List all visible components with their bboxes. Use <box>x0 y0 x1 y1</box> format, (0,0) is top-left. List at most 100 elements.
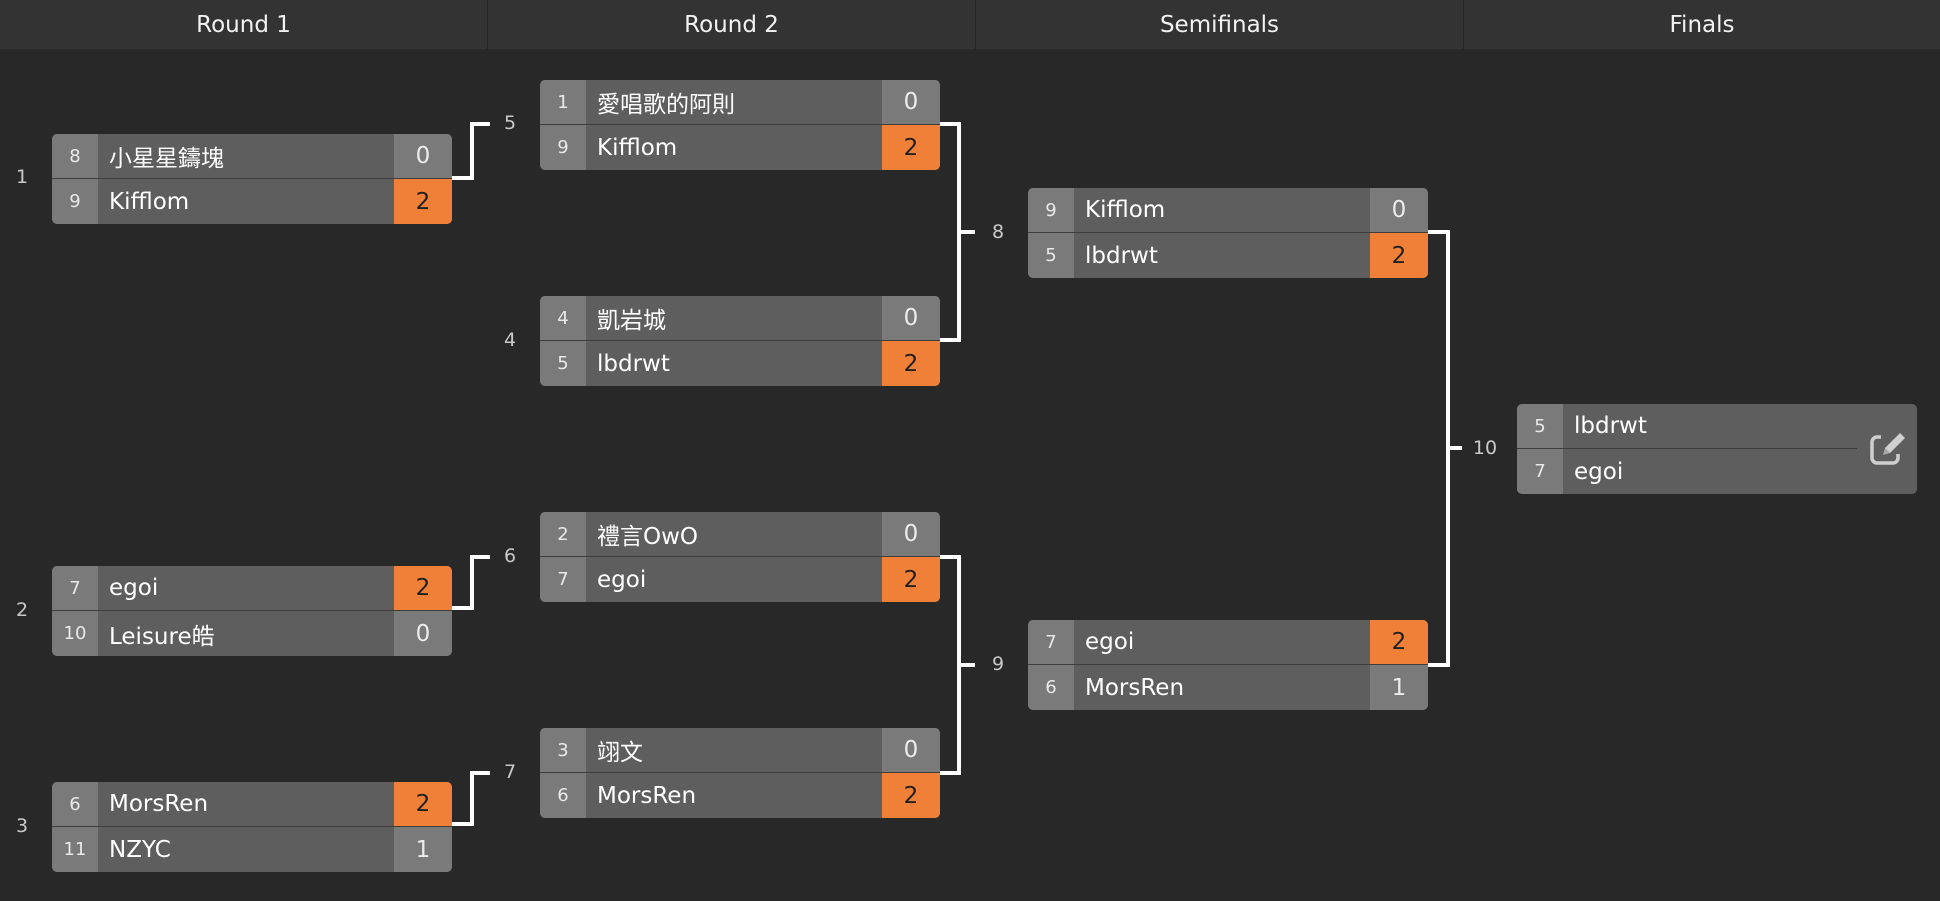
seed: 8 <box>52 134 98 178</box>
team-name: egoi <box>98 566 394 610</box>
team-name: egoi <box>1074 620 1370 664</box>
score-winner: 2 <box>394 566 452 610</box>
team-name: Kifflom <box>98 179 394 224</box>
seed: 7 <box>52 566 98 610</box>
match-7[interactable]: 3 翊文 0 6 MorsRen 2 <box>540 728 940 818</box>
match-number-4: 4 <box>503 329 517 351</box>
seed: 9 <box>1028 188 1074 232</box>
team-name: egoi <box>586 557 882 602</box>
seed: 9 <box>540 125 586 170</box>
seed: 5 <box>1028 233 1074 278</box>
match-number-3: 3 <box>15 815 29 837</box>
match-7-team-top[interactable]: 3 翊文 0 <box>540 728 940 773</box>
team-name: 小星星鑄塊 <box>98 134 394 178</box>
match-8-team-top[interactable]: 9 Kifflom 0 <box>1028 188 1428 233</box>
score-winner: 2 <box>882 125 940 170</box>
match-6-team-top[interactable]: 2 禮言OwO 0 <box>540 512 940 557</box>
score-winner: 2 <box>882 773 940 818</box>
team-name: Kifflom <box>586 125 882 170</box>
match-number-10: 10 <box>1472 437 1498 459</box>
team-name: MorsRen <box>98 782 394 826</box>
match-3-team-bottom[interactable]: 11 NZYC 1 <box>52 827 452 872</box>
match-number-7: 7 <box>503 761 517 783</box>
match-2[interactable]: 7 egoi 2 10 Leisure皓 0 <box>52 566 452 656</box>
team-name: lbdrwt <box>1563 404 1857 448</box>
match-number-5: 5 <box>503 112 517 134</box>
connector-m5-m4-m8 <box>940 122 961 342</box>
match-3[interactable]: 6 MorsRen 2 11 NZYC 1 <box>52 782 452 872</box>
finals-header: Finals <box>1464 0 1940 50</box>
match-9-team-bottom[interactable]: 6 MorsRen 1 <box>1028 665 1428 710</box>
seed: 6 <box>1028 665 1074 710</box>
seed: 11 <box>52 827 98 872</box>
seed: 1 <box>540 80 586 124</box>
seed: 5 <box>1517 404 1563 448</box>
match-7-team-bottom[interactable]: 6 MorsRen 2 <box>540 773 940 818</box>
edit-match-button[interactable] <box>1867 428 1909 470</box>
score-winner: 2 <box>1370 233 1428 278</box>
team-name: 禮言OwO <box>586 512 882 556</box>
match-4-team-top[interactable]: 4 凱岩城 0 <box>540 296 940 341</box>
seed: 2 <box>540 512 586 556</box>
match-10[interactable]: 5 lbdrwt 7 egoi <box>1517 404 1917 494</box>
team-name: NZYC <box>98 827 394 872</box>
round-1-header: Round 1 <box>0 0 488 50</box>
round-2-header: Round 2 <box>488 0 976 50</box>
edit-icon <box>1870 432 1907 465</box>
score: 0 <box>882 512 940 556</box>
connector-m2-m6 <box>452 555 490 610</box>
match-6[interactable]: 2 禮言OwO 0 7 egoi 2 <box>540 512 940 602</box>
score: 0 <box>882 80 940 124</box>
match-8-team-bottom[interactable]: 5 lbdrwt 2 <box>1028 233 1428 278</box>
seed: 7 <box>1028 620 1074 664</box>
team-name: 愛唱歌的阿則 <box>586 80 882 124</box>
team-name: lbdrwt <box>586 341 882 386</box>
match-10-team-top[interactable]: 5 lbdrwt <box>1517 404 1857 449</box>
score: 0 <box>882 296 940 340</box>
score: 0 <box>882 728 940 772</box>
connector-m3-m7 <box>452 771 490 826</box>
match-5[interactable]: 1 愛唱歌的阿則 0 9 Kifflom 2 <box>540 80 940 170</box>
score-winner: 2 <box>394 782 452 826</box>
seed: 6 <box>540 773 586 818</box>
match-6-team-bottom[interactable]: 7 egoi 2 <box>540 557 940 602</box>
match-9[interactable]: 7 egoi 2 6 MorsRen 1 <box>1028 620 1428 710</box>
seed: 5 <box>540 341 586 386</box>
match-4-team-bottom[interactable]: 5 lbdrwt 2 <box>540 341 940 386</box>
match-number-1: 1 <box>15 166 29 188</box>
seed: 9 <box>52 179 98 224</box>
match-number-9: 9 <box>991 653 1005 675</box>
match-number-8: 8 <box>991 221 1005 243</box>
team-name: MorsRen <box>586 773 882 818</box>
match-number-6: 6 <box>503 545 517 567</box>
semifinals-header: Semifinals <box>976 0 1464 50</box>
team-name: lbdrwt <box>1074 233 1370 278</box>
match-3-team-top[interactable]: 6 MorsRen 2 <box>52 782 452 827</box>
connector-m8-m9-m10 <box>1428 230 1450 667</box>
score: 1 <box>1370 665 1428 710</box>
seed: 6 <box>52 782 98 826</box>
score-winner: 2 <box>882 557 940 602</box>
match-2-team-bottom[interactable]: 10 Leisure皓 0 <box>52 611 452 656</box>
match-1[interactable]: 8 小星星鑄塊 0 9 Kifflom 2 <box>52 134 452 224</box>
match-1-team-bottom[interactable]: 9 Kifflom 2 <box>52 179 452 224</box>
team-name: 凱岩城 <box>586 296 882 340</box>
match-10-team-bottom[interactable]: 7 egoi <box>1517 449 1857 494</box>
connector-m6-m7-m9 <box>940 555 961 775</box>
match-2-team-top[interactable]: 7 egoi 2 <box>52 566 452 611</box>
seed: 7 <box>540 557 586 602</box>
match-5-team-bottom[interactable]: 9 Kifflom 2 <box>540 125 940 170</box>
match-9-team-top[interactable]: 7 egoi 2 <box>1028 620 1428 665</box>
match-5-team-top[interactable]: 1 愛唱歌的阿則 0 <box>540 80 940 125</box>
seed: 10 <box>52 611 98 656</box>
score: 1 <box>394 827 452 872</box>
seed: 4 <box>540 296 586 340</box>
score: 0 <box>394 134 452 178</box>
match-number-2: 2 <box>15 599 29 621</box>
score: 0 <box>1370 188 1428 232</box>
match-1-team-top[interactable]: 8 小星星鑄塊 0 <box>52 134 452 179</box>
match-8[interactable]: 9 Kifflom 0 5 lbdrwt 2 <box>1028 188 1428 278</box>
team-name: MorsRen <box>1074 665 1370 710</box>
team-name: Kifflom <box>1074 188 1370 232</box>
match-4[interactable]: 4 凱岩城 0 5 lbdrwt 2 <box>540 296 940 386</box>
